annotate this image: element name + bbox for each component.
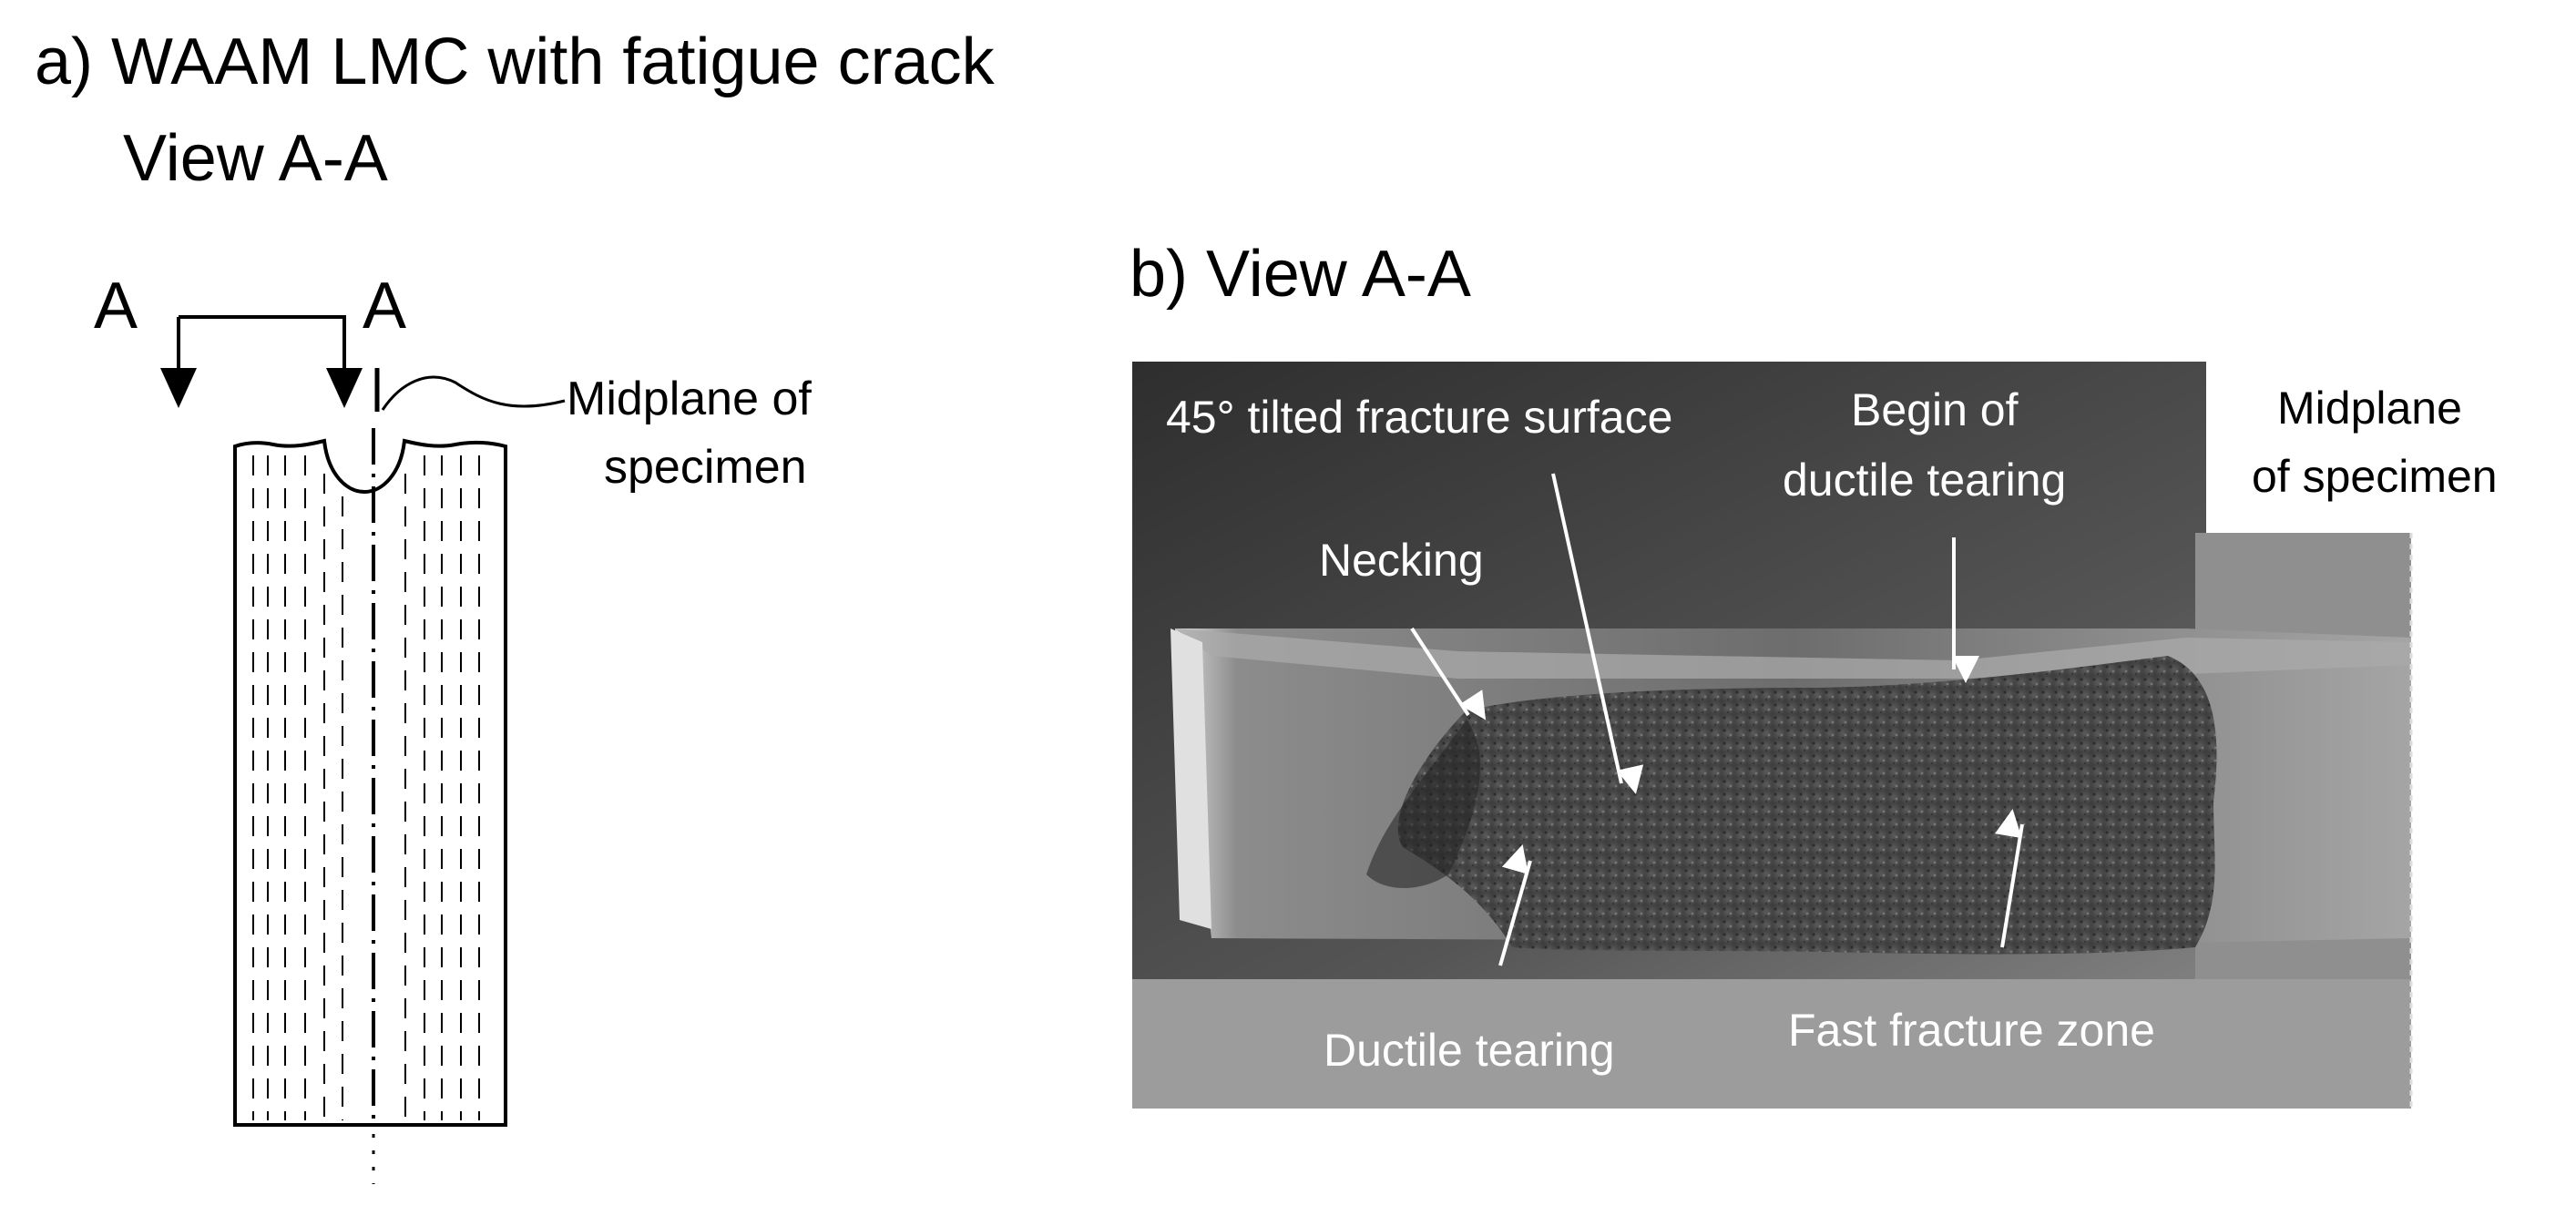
label-tilted-surface: 45° tilted fracture surface <box>1166 392 1672 443</box>
section-label-right: A <box>363 270 406 342</box>
label-ductile-tearing: Ductile tearing <box>1324 1025 1615 1076</box>
panel-a-subtitle: View A-A <box>123 122 388 195</box>
midplane-label-line2: specimen <box>604 441 807 494</box>
panel-b: b) View A-A 45° tilted fracture surface … <box>1130 238 2498 1109</box>
label-midplane-line1: Midplane <box>2277 383 2462 434</box>
label-midplane-line2: of specimen <box>2252 451 2498 502</box>
midplane-leader <box>381 375 566 411</box>
midplane-label-line1: Midplane of <box>567 373 812 425</box>
panel-a-title: a) WAAM LMC with fatigue crack <box>35 26 996 98</box>
section-label-left: A <box>94 270 138 342</box>
specimen-sketch <box>233 428 507 1184</box>
label-begin-ductile-line1: Begin of <box>1851 384 2019 435</box>
arrow-necking <box>1410 627 1487 720</box>
arrow-ductile-tearing <box>1498 843 1532 966</box>
label-begin-ductile-line2: ductile tearing <box>1783 455 2066 506</box>
label-necking: Necking <box>1319 535 1484 586</box>
arrow-fast-fracture <box>1994 809 2024 948</box>
arrow-tilted-surface <box>1551 473 1644 794</box>
section-line <box>177 315 346 319</box>
photo-lower-band <box>1132 979 2411 1109</box>
panel-a: a) WAAM LMC with fatigue crack View A-A … <box>35 26 996 1184</box>
label-fast-fracture: Fast fracture zone <box>1788 1005 2155 1056</box>
panel-b-title: b) View A-A <box>1130 238 1471 311</box>
fracture-photo: 45° tilted fracture surface Begin of duc… <box>1132 362 2498 1109</box>
